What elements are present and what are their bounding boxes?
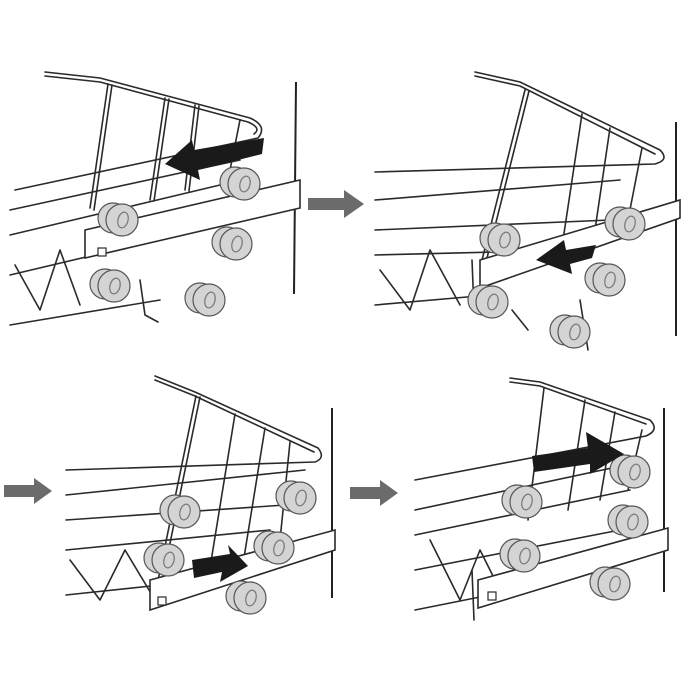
step-3-panel — [60, 370, 350, 640]
step-3-illustration — [65, 375, 336, 615]
action-arrow-right — [532, 432, 624, 474]
action-arrow-left — [536, 240, 596, 274]
step-transition-arrow-2 — [2, 478, 54, 504]
action-arrow-right — [192, 545, 248, 582]
step-4-illustration — [414, 377, 669, 621]
step-transition-arrow-3 — [348, 480, 400, 506]
basket-rail — [477, 526, 669, 610]
basket-rim — [14, 71, 263, 191]
step-transition-arrow-1 — [306, 190, 366, 218]
step-1-illustration — [9, 71, 301, 326]
action-arrow-left — [165, 138, 264, 180]
step-2-illustration — [374, 71, 681, 351]
step-1-panel — [0, 60, 310, 340]
step-4-panel — [410, 370, 700, 640]
step-2-panel — [370, 60, 700, 360]
